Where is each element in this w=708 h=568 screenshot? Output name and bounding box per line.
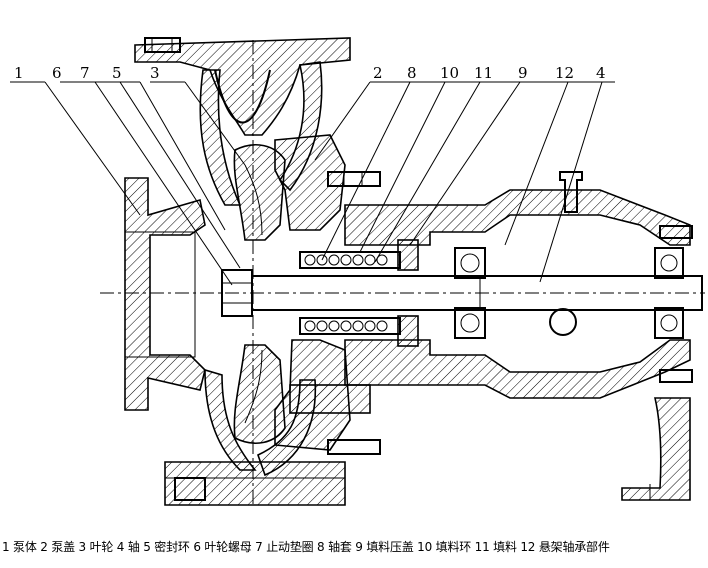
- impeller: [233, 144, 286, 444]
- support-bracket: [621, 397, 691, 501]
- callout-label: 9: [518, 64, 528, 82]
- callout-label: 1: [14, 64, 24, 82]
- callout-label: 7: [80, 64, 90, 82]
- cover-bolt: [327, 171, 381, 455]
- leader-lines: [10, 81, 615, 286]
- callout-label: 8: [407, 64, 417, 82]
- callout-label: 12: [555, 64, 574, 82]
- callout-label: 2: [373, 64, 383, 82]
- shaft: [251, 275, 703, 311]
- callout-label: 3: [150, 64, 160, 82]
- callout-label: 6: [52, 64, 62, 82]
- parts-legend-caption: 1 泵体 2 泵盖 3 叶轮 4 轴 5 密封环 6 叶轮螺母 7 止动垫圈 8…: [2, 540, 610, 554]
- callout-label: 10: [440, 64, 459, 82]
- bearing-housing: [344, 171, 693, 399]
- callout-labels: 1 6 7 5 3 2 8 10 11 9 12 4: [14, 64, 606, 82]
- callout-label: 5: [112, 64, 122, 82]
- callout-label: 11: [474, 64, 493, 82]
- callout-label: 4: [596, 64, 606, 82]
- flange-bolt: [144, 37, 181, 53]
- pump-cross-section-drawing: 1 6 7 5 3 2 8 10 11 9 12 4: [10, 37, 705, 506]
